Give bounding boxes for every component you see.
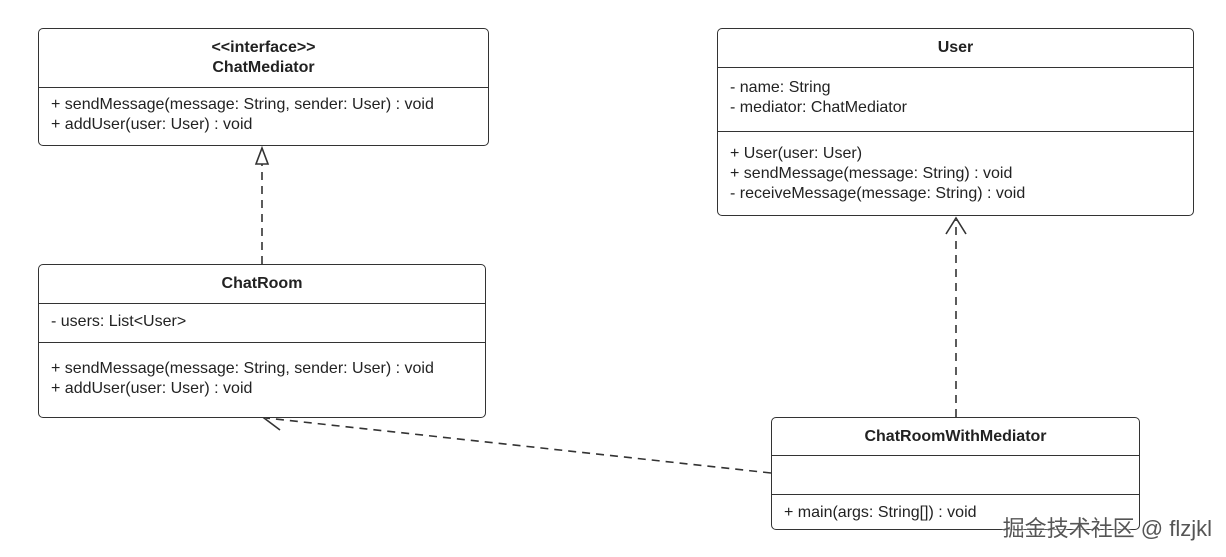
class-box-chatroom[interactable]: ChatRoom - users: List<User> + sendMessa… [38,264,486,418]
class-name: ChatRoomWithMediator [864,427,1047,445]
attribute: - name: String [730,79,831,96]
class-methods: + User(user: User) + sendMessage(message… [718,132,1193,204]
class-attributes [772,456,1139,495]
class-name: User [937,39,974,56]
watermark-text: 掘金技术社区 @ flzjkl [1002,516,1212,541]
class-stereotype: <<interface>> [211,39,316,56]
method: + User(user: User) [730,145,863,162]
class-box-user[interactable]: User - name: String - mediator: ChatMedi… [717,28,1194,216]
class-attributes: - users: List<User> [39,304,485,343]
class-methods: + main(args: String[]) : void [772,495,1139,523]
class-methods: + sendMessage(message: String, sender: U… [39,343,485,399]
method: + sendMessage(message: String, sender: U… [51,360,434,377]
method: + addUser(user: User) : void [51,380,253,397]
attribute: - mediator: ChatMediator [730,99,907,116]
class-header: <<interface>> ChatMediator [39,29,488,88]
method: - receiveMessage(message: String) : void [730,185,1026,202]
class-box-chatroomwithmediator[interactable]: ChatRoomWithMediator + main(args: String… [771,417,1140,530]
method: + sendMessage(message: String, sender: U… [51,96,434,113]
class-box-chatmediator[interactable]: <<interface>> ChatMediator + sendMessage… [38,28,489,146]
attribute: - users: List<User> [51,313,187,330]
class-methods: + sendMessage(message: String, sender: U… [39,88,488,135]
dependency-arrowhead-user [945,216,967,235]
method: + addUser(user: User) : void [51,116,253,133]
class-header: ChatRoom [39,265,485,304]
realization-arrowhead [254,145,270,165]
class-header: User [718,29,1193,68]
class-header: ChatRoomWithMediator [772,418,1139,456]
class-name: ChatMediator [212,59,315,76]
method: + sendMessage(message: String) : void [730,165,1013,182]
class-attributes: - name: String - mediator: ChatMediator [718,68,1193,132]
method: + main(args: String[]) : void [784,504,977,521]
class-name: ChatRoom [221,275,303,292]
dependency-edge-crwm-chatroom [265,417,772,474]
